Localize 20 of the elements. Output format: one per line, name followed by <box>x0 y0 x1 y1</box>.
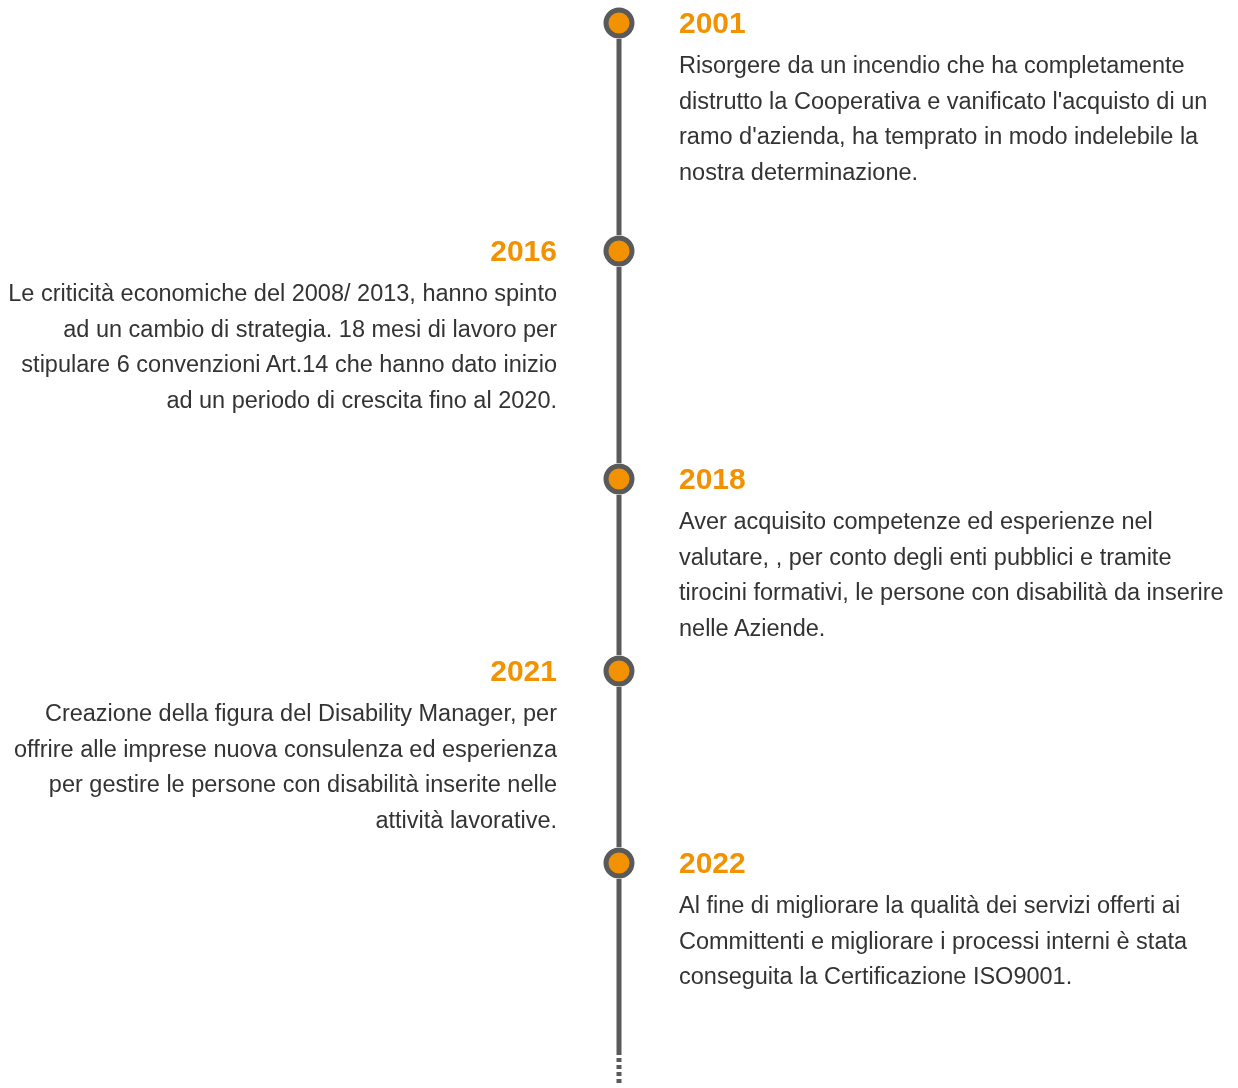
year-heading: 2022 <box>679 846 747 880</box>
year-heading: 2021 <box>489 654 557 688</box>
timeline-dot <box>603 847 635 879</box>
timeline-dot <box>603 463 635 495</box>
timeline-line <box>616 687 622 847</box>
year-heading: 2001 <box>679 6 747 40</box>
timeline-line <box>616 39 622 235</box>
timeline-dot <box>603 655 635 687</box>
year-heading: 2018 <box>679 462 747 496</box>
event-description: Creazione della figura del Disability Manager, per offrire alle imprese nuova consulenza ed esperienza per gestire le persone con disabilità inserite nelle attività lavorative. <box>13 699 557 835</box>
event-description: Risorgere da un incendio che ha completamente distrutto la Cooperativa e vanificato l'acquisto di un ramo d'azienda, ha temprato in modo indelebile la nostra determinazione. <box>679 51 1209 187</box>
timeline-line <box>616 267 622 463</box>
timeline-line <box>616 495 622 655</box>
year-heading: 2016 <box>489 234 557 268</box>
timeline-dot <box>603 235 635 267</box>
timeline-line <box>616 879 622 1055</box>
timeline-dot <box>603 7 635 39</box>
event-description: Aver acquisito competenze ed esperienze nel valutare, , per conto degli enti pubblici e tramite tirocini formativi, le persone con disabilità da inserire nelle Aziende. <box>679 507 1225 643</box>
event-description: Al fine di migliorare la qualità dei servizi offerti ai Committenti e migliorare i processi interni è stata conseguita la Certificazione ISO9001. <box>679 891 1189 991</box>
event-description: Le criticità economiche del 2008/ 2013, hanno spinto ad un cambio di strategia. 18 mesi di lavoro per stipulare 6 convenzioni Art.14 che hanno dato inizio ad un periodo di crescita fino al 2020. <box>7 279 557 415</box>
